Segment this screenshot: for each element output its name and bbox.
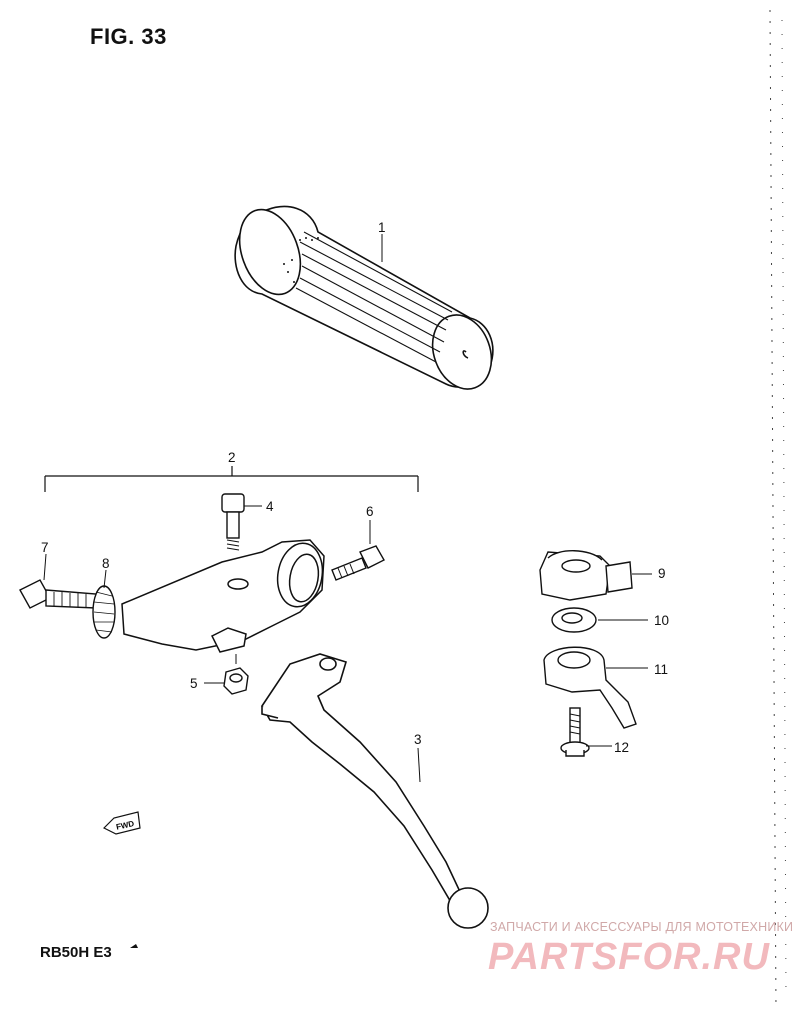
watermark-logo: PARTSFOR.RU [488, 936, 770, 978]
figure-title: FIG. 33 [90, 24, 167, 49]
callout-5: 5 [190, 676, 198, 691]
watermark-tagline: ЗАПЧАСТИ И АКСЕССУАРЫ ДЛЯ МОТОТЕХНИКИ [490, 920, 794, 934]
scan-edge [769, 9, 787, 1011]
model-mark [130, 944, 138, 948]
switch-part-11 [543, 646, 637, 729]
callout-3: 3 [414, 732, 422, 747]
callout-1: 1 [378, 220, 386, 235]
callout-8: 8 [102, 556, 110, 571]
knurled-nut-part-8 [92, 585, 116, 639]
bolt-part-6 [331, 545, 385, 581]
cable-holder-part-9 [539, 550, 633, 601]
fwd-arrow-label: FWD [115, 819, 135, 832]
callout-10: 10 [654, 613, 670, 628]
callout-4: 4 [266, 499, 274, 514]
callout-12: 12 [614, 740, 630, 755]
fwd-arrow-icon [102, 811, 141, 835]
callout-2: 2 [228, 450, 236, 465]
clutch-lever-part-3 [261, 653, 489, 929]
grip-part-1 [234, 205, 494, 390]
callout-11: 11 [654, 662, 669, 677]
assembly-bracket-2 [44, 466, 419, 492]
callout-7: 7 [41, 540, 49, 555]
washer-part-10 [551, 607, 597, 633]
lever-holder-part-2 [121, 539, 325, 653]
callout-6: 6 [366, 504, 374, 519]
nut-part-5 [223, 667, 249, 695]
callout-9: 9 [658, 566, 666, 581]
model-label: RB50H E3 [40, 944, 112, 961]
bolt-part-4 [221, 493, 245, 551]
bolt-part-7 [19, 579, 97, 609]
screw-part-12 [560, 707, 590, 757]
